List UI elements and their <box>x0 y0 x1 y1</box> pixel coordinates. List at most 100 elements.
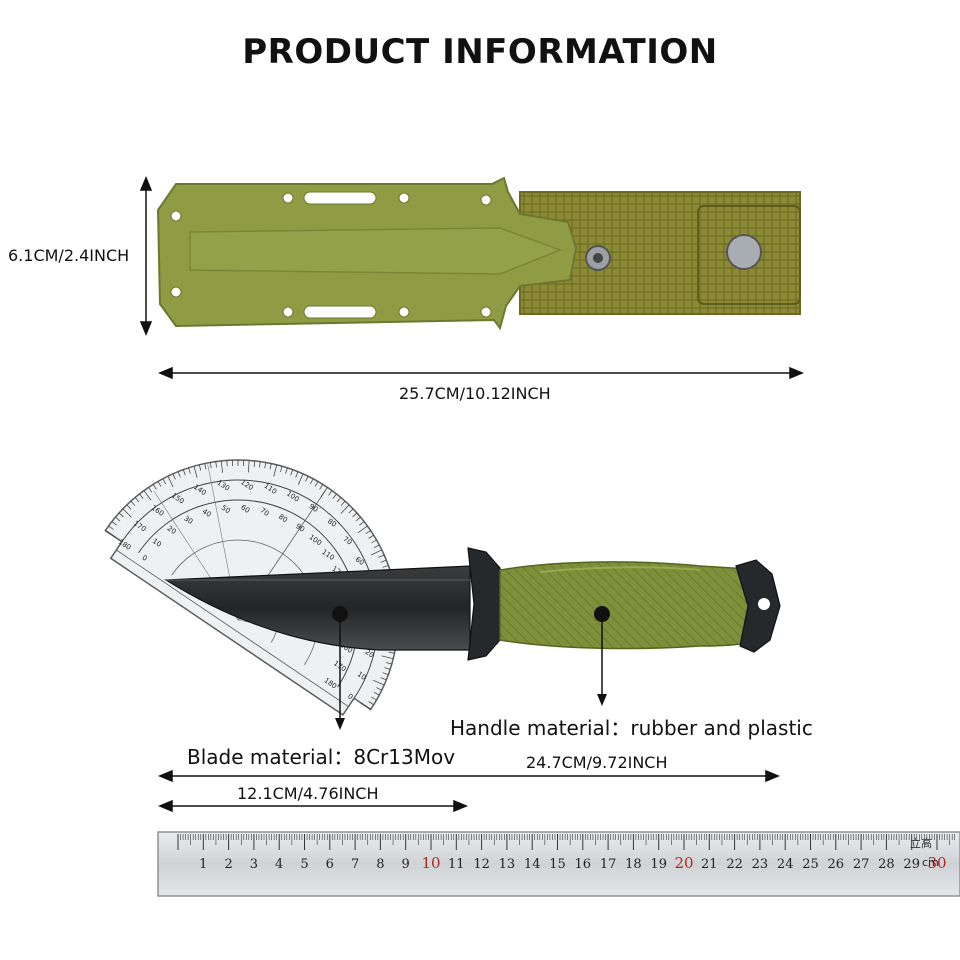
protractor-label: 50 <box>220 504 232 516</box>
ruler-number: 9 <box>402 857 410 872</box>
knife-pommel <box>735 559 781 653</box>
protractor-tick <box>237 459 239 467</box>
handle-material-pointer <box>594 606 610 706</box>
protractor-tick <box>269 463 272 470</box>
protractor-tick <box>295 471 299 478</box>
protractor-tick <box>193 466 198 478</box>
knife-blade-length-arrow <box>158 799 468 813</box>
protractor-tick <box>162 478 167 485</box>
protractor-tick <box>373 691 380 696</box>
protractor-tick <box>376 687 382 691</box>
protractor-tick <box>380 559 387 563</box>
protractor-tick <box>139 493 144 499</box>
protractor-tick <box>264 462 267 469</box>
protractor-tick <box>319 484 324 490</box>
protractor-tick <box>253 460 256 467</box>
ruler-ticks <box>177 834 956 850</box>
protractor-tick <box>309 478 314 485</box>
protractor-tick <box>388 651 395 654</box>
protractor-tick <box>370 549 382 556</box>
blade-material-label: Blade material：8Cr13Mov <box>187 745 456 769</box>
protractor-tick <box>115 516 121 522</box>
knife-handle <box>499 561 759 650</box>
protractor-label: 30 <box>182 514 194 526</box>
protractor-tick <box>359 521 365 526</box>
protractor-tick <box>118 512 124 518</box>
protractor-tick <box>122 508 132 518</box>
protractor-tick <box>280 466 283 473</box>
protractor-tick <box>290 469 294 476</box>
protractor-label: 0 <box>346 692 354 701</box>
ruler-number: 2 <box>224 857 232 872</box>
protractor-tick <box>336 497 342 503</box>
protractor-tick <box>105 530 116 538</box>
protractor-tick <box>243 460 244 467</box>
protractor-tick <box>368 701 374 706</box>
blade-material-pointer <box>332 606 348 730</box>
protractor-tick <box>380 677 387 681</box>
knife <box>164 547 781 661</box>
protractor-label: 90 <box>308 502 320 514</box>
protractor-tick <box>126 504 132 510</box>
ruler-brand: 立高 <box>910 837 932 850</box>
protractor-label: 10 <box>151 537 163 549</box>
protractor: 1801701601501401301201101009080706050403… <box>104 459 399 716</box>
protractor-tick <box>352 512 358 518</box>
protractor-label: 0 <box>140 554 148 563</box>
protractor-tick <box>130 500 136 506</box>
sheath-length-arrow <box>158 366 804 380</box>
protractor-tick <box>314 481 319 487</box>
protractor-tick <box>247 460 250 473</box>
ruler-number: 30 <box>927 854 946 872</box>
protractor-tick <box>209 462 212 469</box>
protractor-tick <box>232 460 233 467</box>
protractor-tick <box>152 484 157 490</box>
protractor-label: 60 <box>239 503 251 515</box>
protractor-tick <box>143 490 152 501</box>
ruler-number: 17 <box>600 857 617 872</box>
protractor-tick <box>355 516 361 522</box>
total-length-label: 24.7CM/9.72INCH <box>526 753 668 772</box>
knife-blade <box>164 565 471 651</box>
protractor-tick <box>108 525 114 530</box>
protractor-tick <box>285 467 288 474</box>
protractor-label: 70 <box>259 506 271 518</box>
protractor-tick <box>215 461 217 468</box>
ruler-number: 23 <box>752 857 769 872</box>
protractor-tick <box>226 460 228 467</box>
protractor-tick <box>371 696 377 701</box>
protractor-tick <box>371 539 377 544</box>
protractor-label: 20 <box>166 524 178 536</box>
protractor-tick <box>182 469 186 476</box>
protractor-tick <box>357 525 368 534</box>
protractor-label: 70 <box>342 535 354 547</box>
ruler-number: 21 <box>701 857 718 872</box>
protractor-label: 90 <box>294 522 306 534</box>
protractor-tick <box>348 508 354 514</box>
ruler-number: 12 <box>473 857 490 872</box>
ruler-number: 7 <box>351 857 359 872</box>
page-title: PRODUCT INFORMATION <box>242 32 718 72</box>
protractor-tick <box>297 473 304 485</box>
sheath-body <box>156 176 578 331</box>
knife-total-length-arrow <box>158 769 780 783</box>
protractor-tick <box>220 460 223 473</box>
protractor-tick <box>373 544 380 549</box>
protractor-tick <box>204 463 207 470</box>
sheath-height-arrow <box>139 176 153 336</box>
protractor-tick <box>382 564 389 568</box>
protractor-label: 10 <box>356 670 368 682</box>
protractor-tick <box>381 655 394 660</box>
ruler-number: 4 <box>275 857 283 872</box>
ruler-number: 29 <box>903 857 920 872</box>
protractor-tick <box>332 493 337 499</box>
protractor-tick <box>373 679 385 686</box>
protractor-tick <box>340 500 346 506</box>
protractor-tick <box>198 464 202 471</box>
protractor-tick <box>384 667 391 670</box>
sheath-height-label: 6.1CM/2.4INCH <box>8 246 130 265</box>
ruler-number: 28 <box>878 857 895 872</box>
protractor-label: 20 <box>363 648 375 660</box>
